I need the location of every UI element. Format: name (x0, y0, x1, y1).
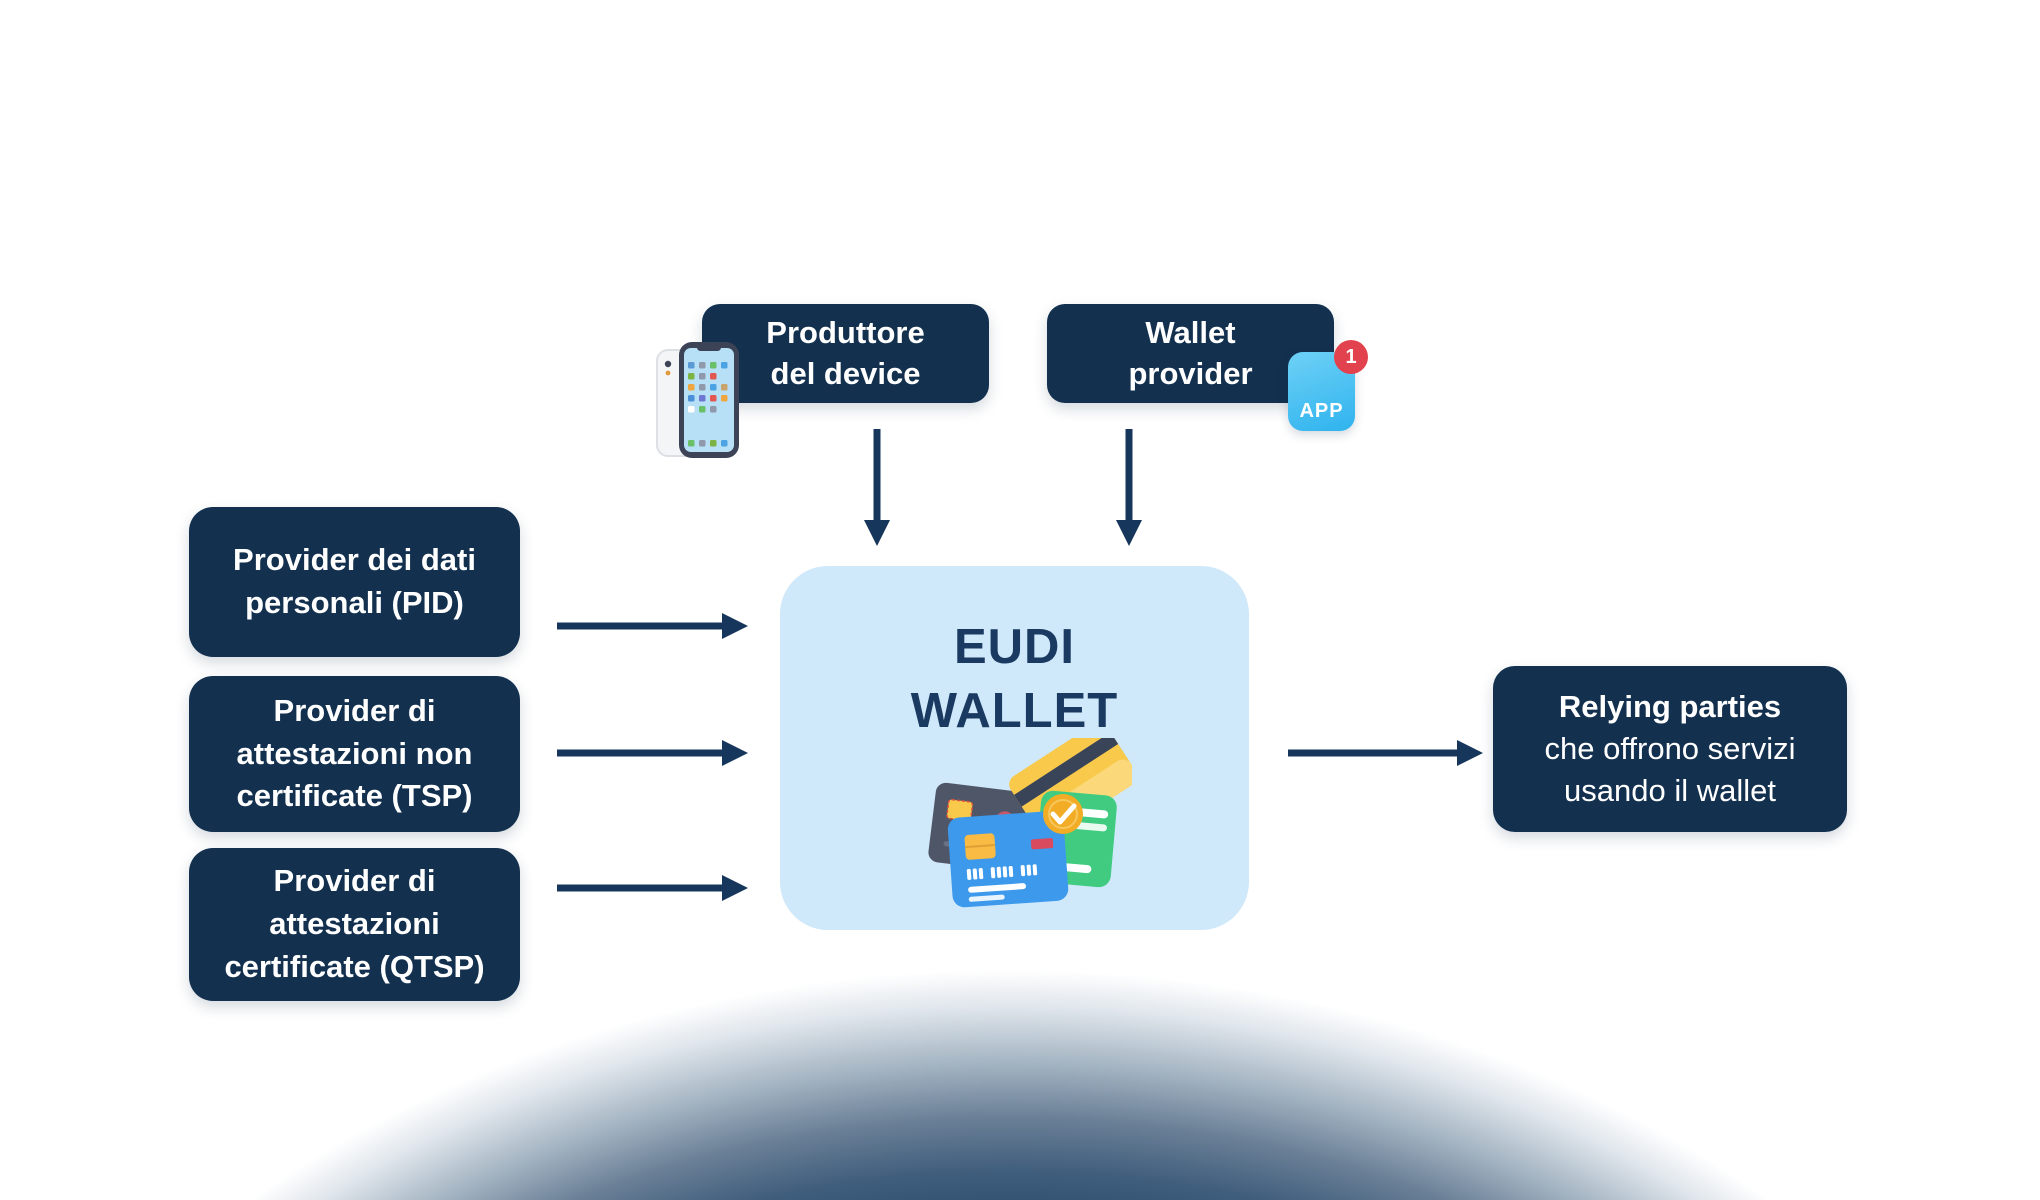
box-label-line: personali (PID) (245, 585, 464, 620)
box-label-line: Provider dei dati (233, 542, 476, 578)
box-eudi-wallet: EUDI WALLET (780, 566, 1249, 930)
credit-cards-icon (920, 722, 1138, 928)
box-label-line: certificate (QTSP) (224, 948, 485, 984)
box-label-line: Relying parties (1558, 689, 1782, 725)
box-produttore-del-device: Produttore del device (702, 304, 989, 403)
app-icon-label: APP (1299, 400, 1344, 422)
box-label-line: Provider di (273, 863, 436, 899)
smartphone-icon (655, 340, 741, 460)
box-provider-tsp: Provider di attestazioni non certificate… (189, 676, 520, 832)
box-label-line: attestazioni (269, 906, 440, 942)
box-label-line: del device (770, 355, 921, 391)
box-provider-pid: Provider dei dati personali (PID) (189, 507, 520, 657)
app-icon: APP 1 (1288, 340, 1368, 431)
title-line: EUDI (953, 620, 1076, 674)
box-label-line: certificate (TSP) (236, 778, 473, 814)
box-relying-parties: Relying parties che offrono servizi usan… (1493, 666, 1847, 832)
box-label-line: Wallet (1145, 314, 1236, 350)
box-provider-qtsp: Provider di attestazioni certificate (QT… (189, 848, 520, 1001)
box-label-line: attestazioni non (236, 735, 473, 771)
box-label-line: provider (1128, 355, 1253, 391)
title-line: WALLET (910, 683, 1119, 738)
box-label-line: Produttore (766, 314, 925, 350)
box-label-line: usando il wallet (1564, 772, 1776, 808)
box-label-line: Provider di (273, 692, 436, 728)
box-wallet-provider: Wallet provider (1047, 304, 1334, 403)
eudi-wallet-title: EUDI WALLET (780, 616, 1249, 743)
box-label-line: che offrono servizi (1544, 731, 1796, 767)
notification-badge: 1 (1334, 340, 1368, 374)
